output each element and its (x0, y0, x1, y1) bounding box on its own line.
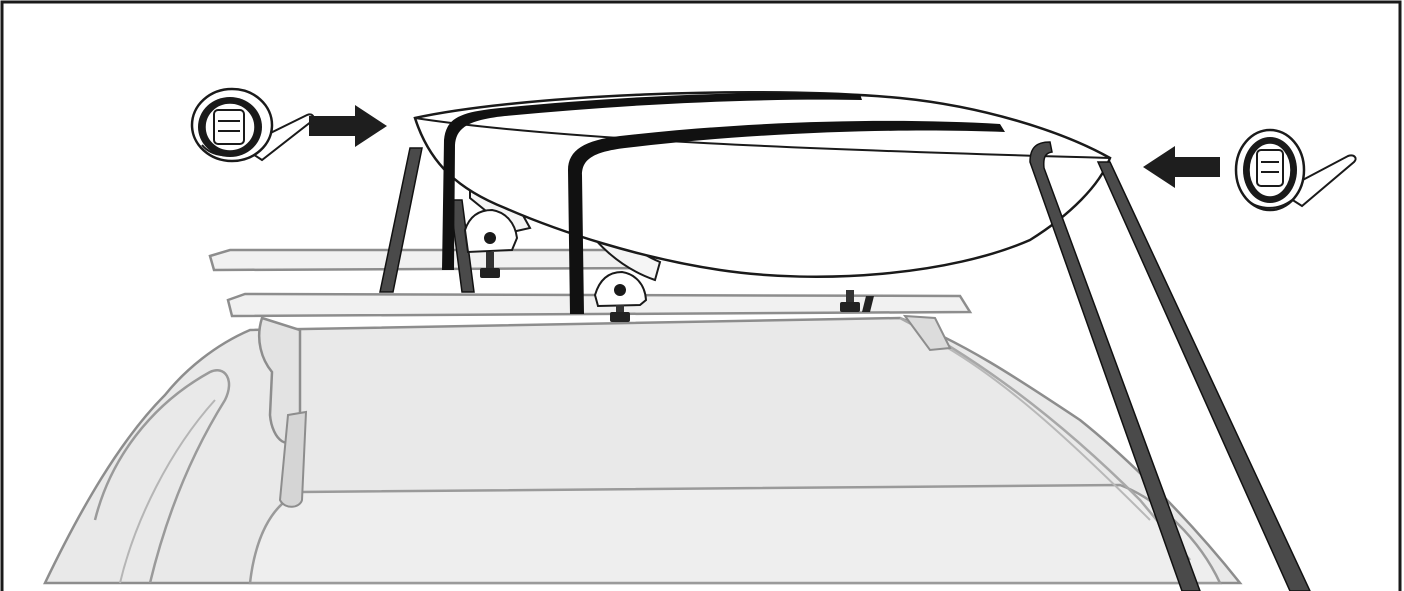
arrow-left-icon (1143, 146, 1220, 188)
windshield-frame (93, 369, 231, 584)
strap-right-front (1029, 141, 1201, 591)
right-rack-foot (902, 314, 952, 352)
kayak (413, 90, 1112, 278)
rear-crossbar (208, 248, 653, 272)
strap-left-loop (442, 92, 862, 271)
car-roof (43, 314, 1243, 585)
roof-panel (248, 483, 1222, 585)
strap-buckle-icon (190, 87, 315, 163)
arrow-right-icon (309, 105, 387, 147)
front-tie-down-straps (442, 92, 1311, 591)
rear-tie-down-straps (379, 147, 475, 293)
kayak-deck-line (414, 117, 1111, 159)
left-rack-strut (278, 410, 308, 508)
kayak-hull (413, 90, 1112, 278)
strap-center-loop (568, 120, 1005, 314)
strap-buckle-icon-right (1234, 128, 1357, 212)
strap-right-rear (1096, 161, 1311, 591)
windshield-inner (119, 399, 216, 584)
side-window-inner (929, 337, 1151, 521)
kayak-saddle-right (840, 290, 874, 312)
